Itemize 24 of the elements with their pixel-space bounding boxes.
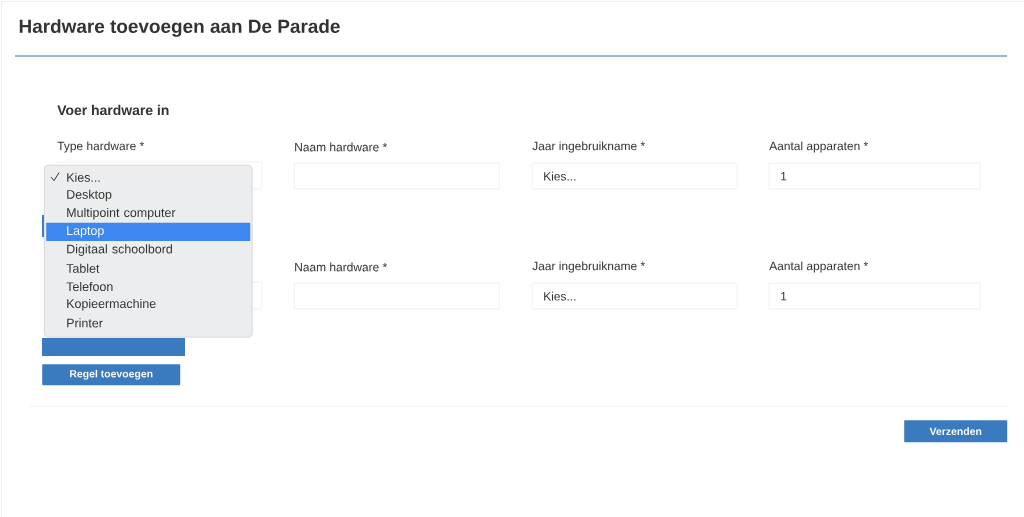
field-label: Naam hardware * [295,142,387,152]
menu-option: Tablet [66,263,100,273]
section-heading: Voer hardware in [57,104,169,116]
button: Regel toevoegen [42,364,181,386]
menu-option: Printer [67,318,103,328]
field-label: Type hardware * [57,141,145,153]
menu-option: Kies... [67,172,100,182]
menu-option: Multipoint computer [67,207,176,220]
page-title: Hardware toevoegen aan De Parade [19,19,340,37]
field-label: Jaar ingebruikname * [532,261,645,273]
field-label: Jaar ingebruikname * [532,141,645,153]
menu-option: Digitaal schoolbord [67,244,172,256]
menu-option: Telefoon [66,281,113,292]
select-field: Kies... [532,283,738,310]
input-field: 1 [769,163,981,190]
menu-option: Kopieermachine [67,298,156,311]
select-field: Kies... [532,163,738,190]
field-label: Naam hardware * [295,262,387,272]
field-label: Aantal apparaten * [769,141,869,153]
menu-option: Desktop [67,189,112,202]
button: Verzenden [904,420,1008,443]
field-label: Aantal apparaten * [769,261,869,273]
input-field: 1 [769,283,981,310]
dropdown-menu [44,165,253,338]
